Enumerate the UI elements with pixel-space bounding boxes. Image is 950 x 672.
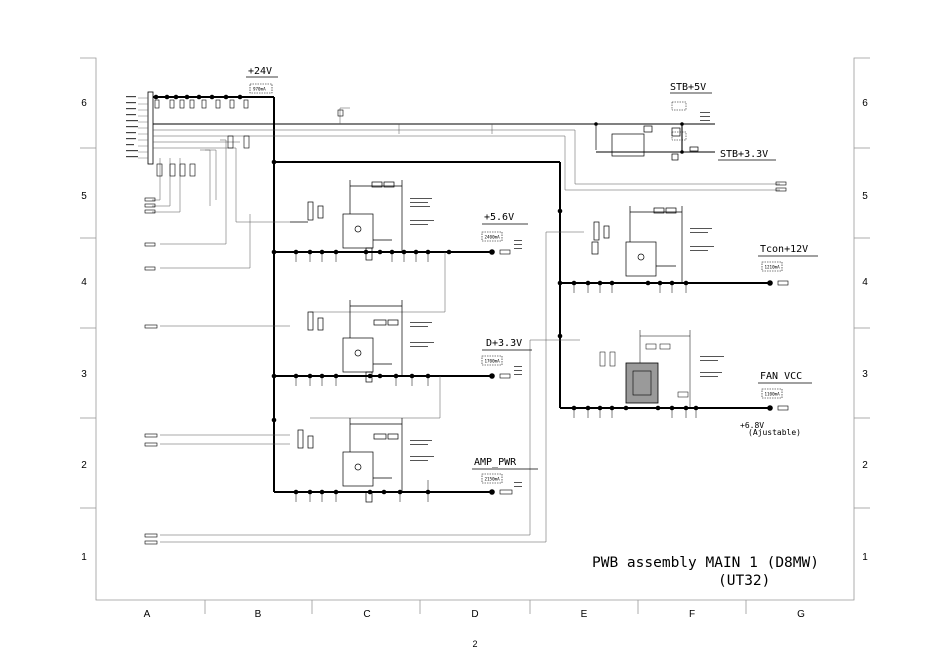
column-label: D <box>471 609 478 620</box>
rail-name: STB+3.3V <box>720 149 768 160</box>
rail-current: 970mA <box>253 87 266 92</box>
column-label: E <box>581 609 588 620</box>
rail-label-5v6: +5.6V 2400mA <box>481 212 528 242</box>
rail-name: +24V <box>248 66 272 77</box>
column-label: C <box>363 609 370 620</box>
rail-current: 1100mA <box>765 392 781 397</box>
output-stubs <box>144 181 789 545</box>
row-label: 5 <box>862 191 868 202</box>
rail-name: +5.6V <box>484 212 514 223</box>
rail-label-stb3v3: STB+3.3V <box>718 149 776 161</box>
rail-name: D+3.3V <box>486 338 522 349</box>
rail-current: 1700mA <box>485 359 501 364</box>
fan-adjustable-note: (Ajustable) <box>748 428 801 437</box>
rail-current: 2400mA <box>485 235 501 240</box>
row-label: 3 <box>862 369 868 380</box>
row-labels-right: 6 5 4 3 2 1 <box>862 98 868 563</box>
row-label: 4 <box>81 277 87 288</box>
regulator-ic-5v6 <box>290 180 403 261</box>
stb-regulator <box>595 124 699 161</box>
rail-name: Tcon+12V <box>760 244 808 255</box>
rail-label-d3v3: D+3.3V 1700mA <box>481 338 532 366</box>
fan-voltage-note: +6.8V <box>740 421 764 430</box>
regulator-ic-tcon <box>591 206 683 283</box>
page-number: 2 <box>472 639 477 649</box>
row-label: 2 <box>862 460 868 471</box>
fan-regulator-ic <box>599 330 691 408</box>
rail-name: STB+5V <box>670 82 706 93</box>
row-label: 3 <box>81 369 87 380</box>
row-label: 6 <box>862 98 868 109</box>
component-annotations <box>410 112 724 487</box>
row-labels-left: 6 5 4 3 2 1 <box>81 98 87 563</box>
row-label: 6 <box>81 98 87 109</box>
row-label: 4 <box>862 277 868 288</box>
drawing-frame <box>80 57 870 614</box>
column-label: G <box>797 609 805 620</box>
drawing-subtitle: (UT32) <box>718 573 770 589</box>
rail-label-fan: FAN VCC 1100mA +6.8V (Ajustable) <box>740 371 812 437</box>
rail-label-stb5v: STB+5V <box>670 82 712 141</box>
input-filter-components <box>154 99 344 177</box>
column-label: F <box>689 609 695 620</box>
input-connector <box>126 91 154 165</box>
drawing-title: PWB assembly MAIN 1 (D8MW) <box>592 555 819 571</box>
column-labels: A B C D E F G <box>144 609 805 620</box>
rail-label-24v: +24V 970mA <box>246 66 278 94</box>
connector-pin-labels <box>126 96 138 158</box>
rail-current: 1210mA <box>765 265 781 270</box>
column-label: B <box>255 609 262 620</box>
rail-name: AMP_PWR <box>474 457 517 468</box>
column-label: A <box>144 609 151 620</box>
signal-lines <box>152 107 780 543</box>
row-label: 1 <box>81 552 87 563</box>
junction-dots <box>153 94 773 495</box>
rail-current: 2150mA <box>485 477 501 482</box>
regulator-ic-d3v3 <box>307 300 403 383</box>
stb-rails <box>153 123 715 153</box>
rail-name: FAN VCC <box>760 371 802 382</box>
rail-label-tcon: Tcon+12V 1210mA <box>758 244 818 272</box>
row-label: 1 <box>862 552 868 563</box>
row-label: 2 <box>81 460 87 471</box>
capacitor-stubs <box>295 252 697 502</box>
row-label: 5 <box>81 191 87 202</box>
power-rails <box>153 96 770 493</box>
regulator-ic-amp <box>297 418 403 503</box>
rail-label-amp: AMP_PWR 2150mA <box>472 457 538 484</box>
